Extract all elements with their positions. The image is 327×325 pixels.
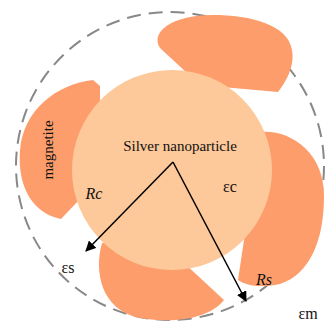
shell-boundary (16, 12, 324, 320)
shell-permittivity-label: εs (62, 260, 75, 276)
magnetite-label: magnetite (41, 120, 56, 179)
shell-radius-label: Rs (256, 272, 272, 288)
core-radius-arrow (86, 162, 173, 251)
medium-permittivity-label: εm (298, 306, 317, 322)
core-label: Silver nanoparticle (123, 139, 237, 154)
core-radius-label: Rc (86, 186, 103, 202)
silver-core: Silver nanoparticle (72, 70, 272, 270)
shell-radius-arrow (173, 162, 246, 301)
silver-core-shape (72, 70, 272, 270)
core-permittivity-label: εc (223, 179, 237, 195)
silver-core-fill (72, 70, 272, 270)
